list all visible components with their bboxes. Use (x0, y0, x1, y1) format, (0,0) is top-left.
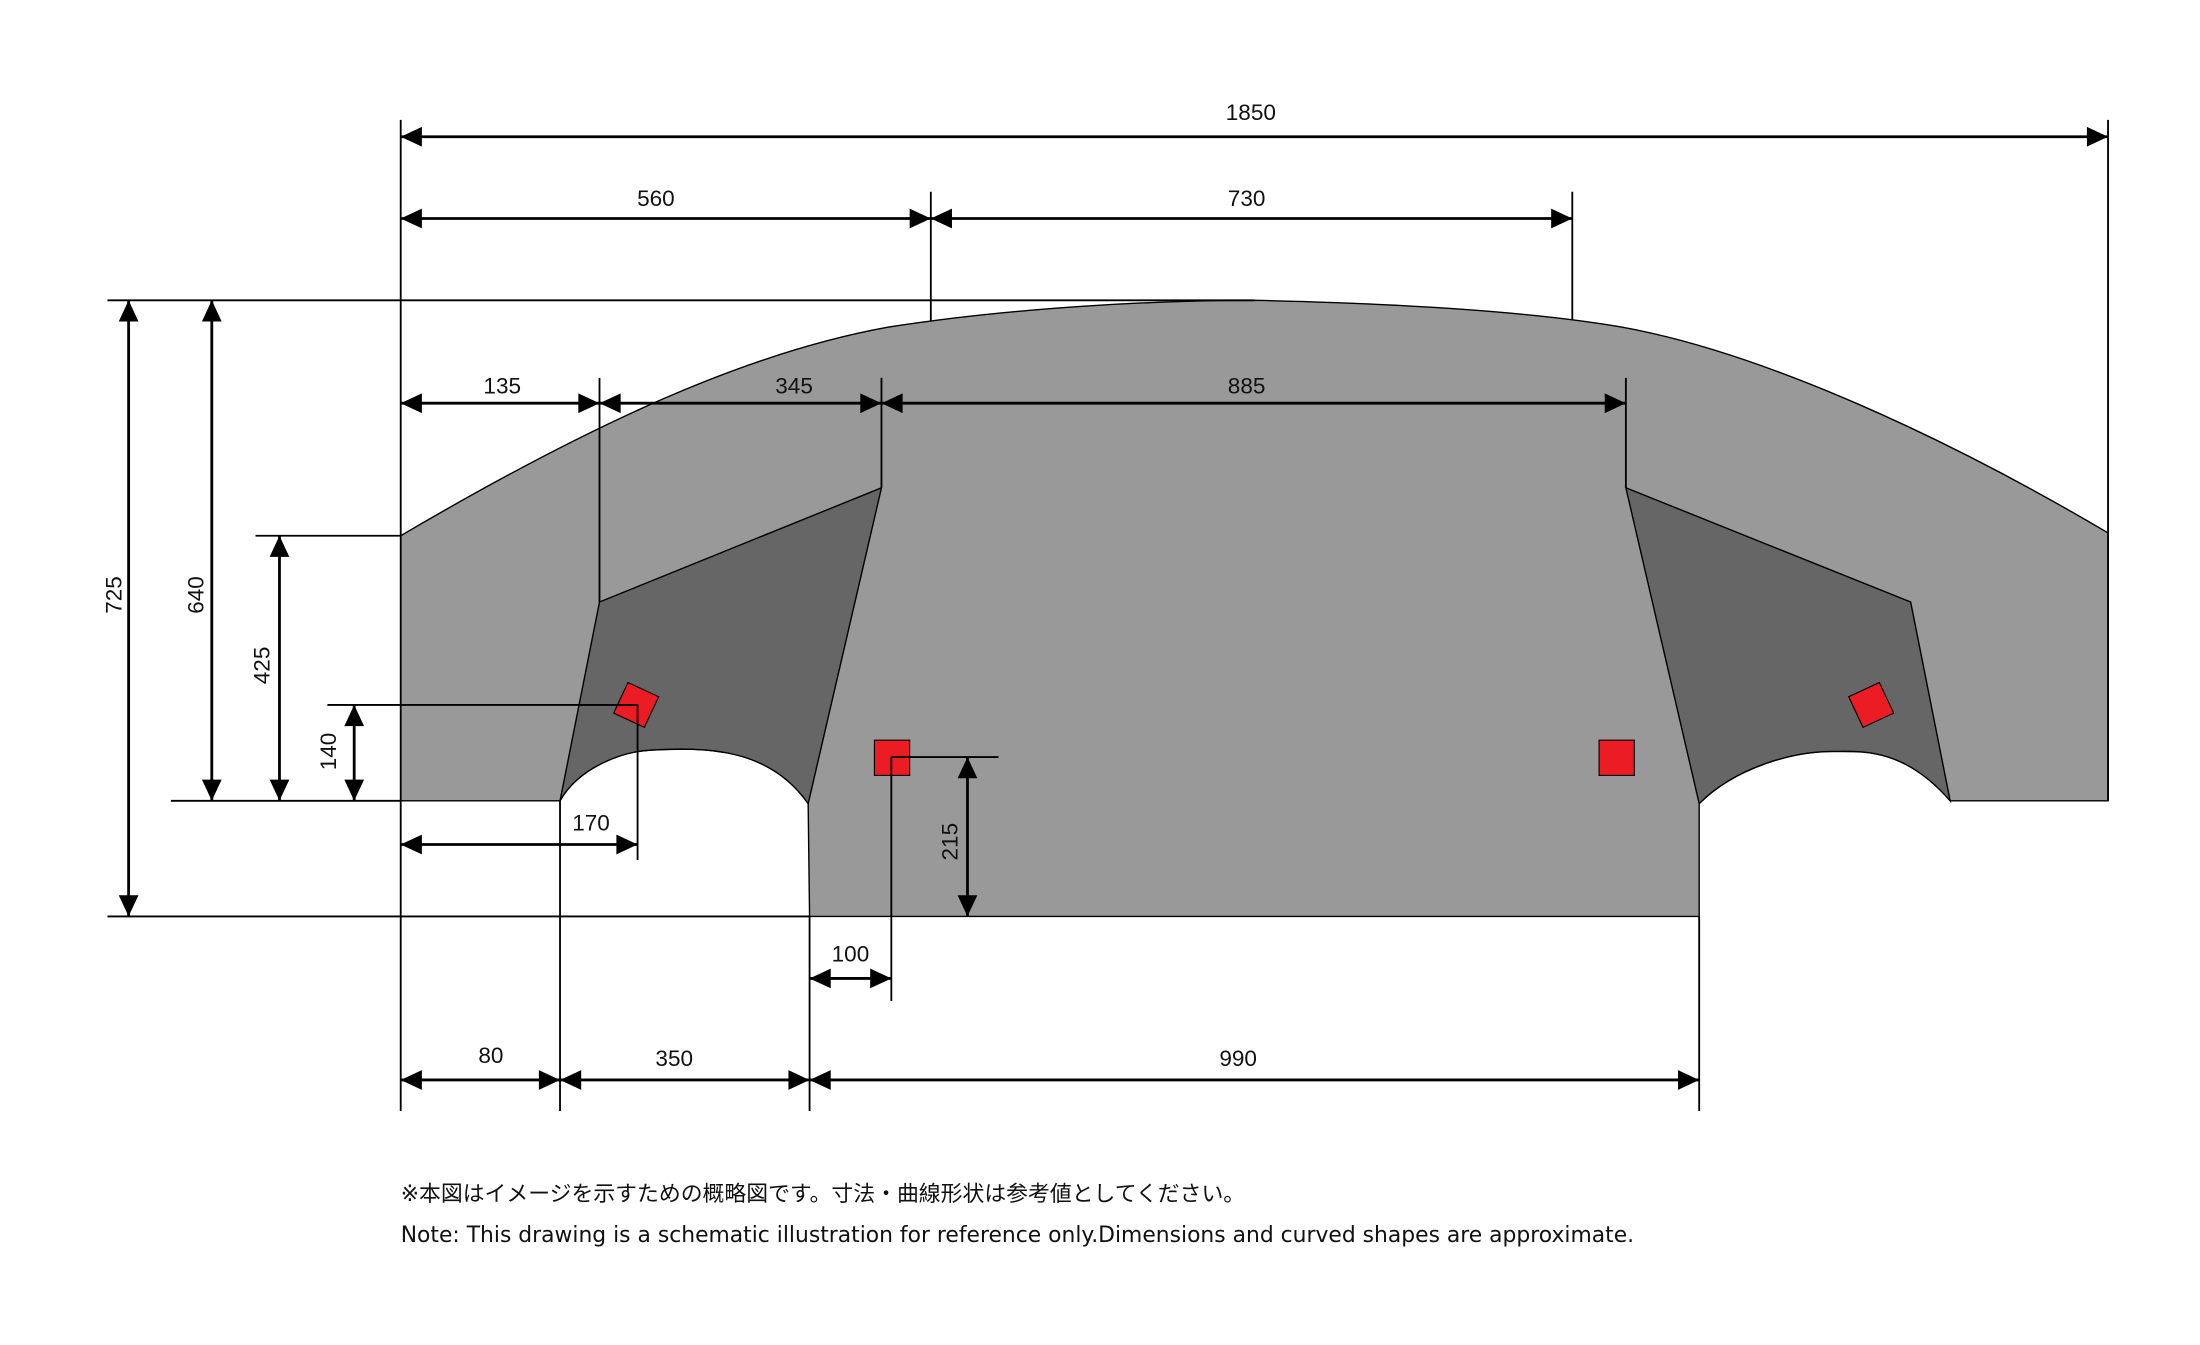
arrowhead (881, 393, 903, 414)
arrowhead (2086, 126, 2109, 147)
arrowhead (1604, 393, 1626, 414)
arrowhead (344, 704, 365, 727)
arrowhead (616, 834, 638, 855)
arrowhead (538, 1070, 561, 1090)
dimension-side-height (269, 535, 290, 801)
part-shape (400, 299, 2109, 918)
dimension-top-right (930, 208, 1573, 229)
dimension-label: 350 (655, 1046, 693, 1071)
dimension-marker-height (344, 704, 365, 801)
dimension-total-height (118, 300, 139, 917)
arrowhead (400, 1070, 422, 1090)
dimension-center-marker-offset (809, 968, 892, 989)
arrowhead (599, 393, 621, 414)
arrowhead (201, 300, 222, 322)
dimension-label: 640 (183, 576, 208, 614)
dimension-label: 135 (483, 373, 521, 398)
dimension-upper-center (881, 393, 1626, 414)
arrowhead (909, 208, 931, 229)
marker-right (1847, 681, 1895, 729)
arrowhead (930, 208, 952, 229)
arrowhead (118, 895, 139, 917)
dimension-label: 725 (102, 576, 127, 614)
dimension-upper-left-recess (599, 393, 882, 414)
dimension-lines (118, 126, 2109, 1090)
extension-lines (107, 119, 2109, 1111)
arrowhead (400, 126, 422, 147)
dimension-arch-width (560, 1070, 810, 1090)
dimension-label: 425 (250, 647, 275, 685)
arrowhead (344, 779, 365, 801)
dimension-marker-offset-x (400, 834, 638, 855)
dimension-label: 140 (316, 733, 341, 771)
dimension-upper-left-offset (400, 393, 600, 414)
arrowhead (957, 757, 978, 779)
dimension-label: 170 (572, 810, 610, 835)
dimension-label: 1850 (1226, 100, 1276, 125)
note-japanese: ※本図はイメージを示すための概略図です。寸法・曲線形状は参考値としてください。 (401, 1182, 1245, 1207)
dimension-label: 215 (938, 823, 963, 861)
arrowhead (957, 895, 978, 917)
dimension-label: 80 (478, 1043, 503, 1068)
arrowhead (860, 393, 882, 414)
dimension-overall-width (400, 126, 2109, 147)
arrowhead (788, 1070, 810, 1090)
arrowhead (809, 1070, 831, 1090)
dimension-center-bottom (809, 1070, 1700, 1090)
arrowhead (400, 208, 422, 229)
arrowhead (809, 968, 831, 989)
dimension-bottom-left-offset (400, 1070, 561, 1090)
arrowhead (201, 779, 222, 801)
dimension-label: 730 (1228, 186, 1266, 211)
arrowhead (400, 393, 422, 414)
dimension-labels: 1850 560 730 135 345 885 170 100 80 350 990 725 640 4… (102, 100, 1276, 1071)
dimension-label: 990 (1219, 1046, 1257, 1071)
arrowhead (1678, 1070, 1700, 1090)
marker-center-right (1598, 739, 1635, 776)
arrowhead (269, 535, 290, 557)
arrowhead (269, 779, 290, 801)
arrowhead (870, 968, 892, 989)
dimension-label: 100 (832, 942, 870, 967)
dimension-label: 345 (775, 373, 813, 398)
dimension-top-left (400, 208, 931, 229)
arrowhead (1551, 208, 1573, 229)
arrowhead (560, 1070, 582, 1090)
arrowhead (118, 300, 139, 322)
dimension-height-640 (201, 300, 222, 801)
arrowhead (578, 393, 600, 414)
note-english: Note: This drawing is a schematic illust… (401, 1223, 1634, 1248)
dimension-center-marker-height (957, 757, 978, 917)
dimension-label: 885 (1228, 373, 1266, 398)
arrowhead (400, 834, 422, 855)
dimension-label: 560 (637, 186, 675, 211)
